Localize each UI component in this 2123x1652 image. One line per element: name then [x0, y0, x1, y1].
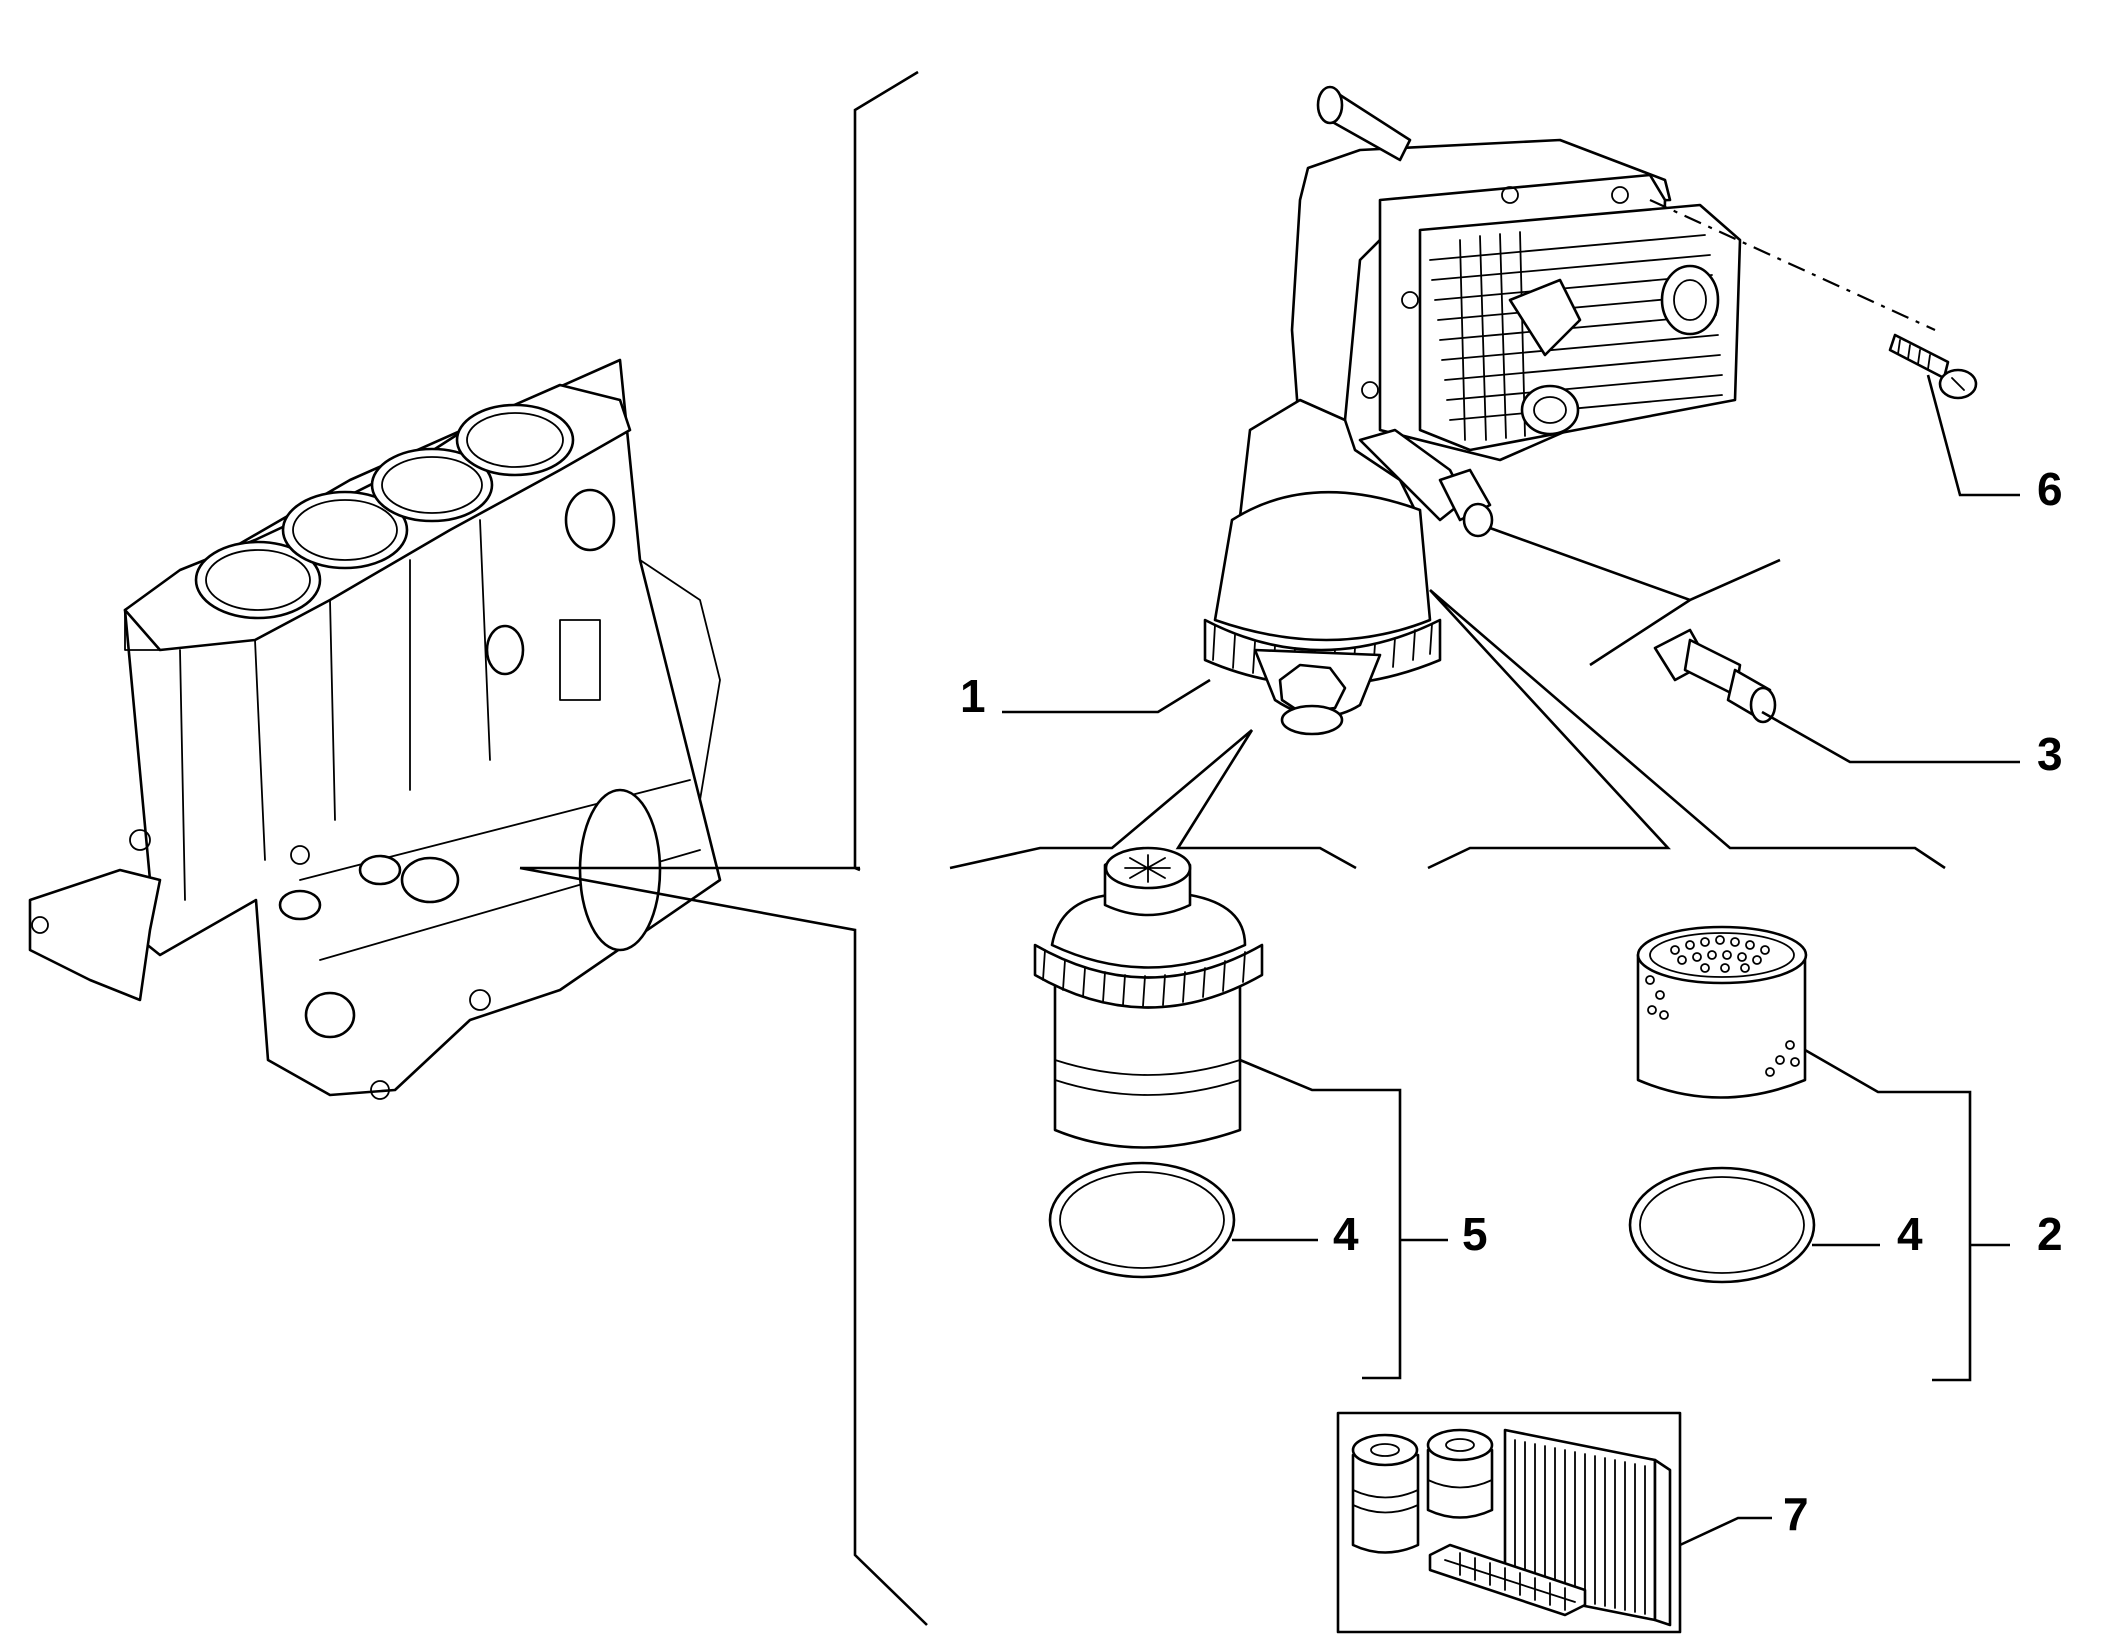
- service-kit[interactable]: [1336, 1411, 1682, 1634]
- callout-1: 1: [960, 670, 986, 722]
- screw[interactable]: [1649, 198, 1978, 400]
- pressure-sensor[interactable]: [1653, 628, 1777, 724]
- callout-4-right: 4: [1897, 1208, 1923, 1260]
- cylinder-bore-1: [194, 540, 322, 620]
- callout-4-left: 4: [1333, 1208, 1359, 1260]
- cylinder-bore-2: [281, 490, 409, 570]
- callout-5: 5: [1462, 1208, 1488, 1260]
- group-bracket: [519, 70, 928, 1626]
- cylinder-bore-4: [455, 403, 575, 477]
- leader-lines: [949, 374, 2020, 1547]
- callout-2: 2: [2037, 1208, 2063, 1260]
- oil-filter-housing[interactable]: [1203, 85, 1742, 736]
- callout-7: 7: [1783, 1488, 1809, 1540]
- callout-6: 6: [2037, 463, 2063, 515]
- o-ring-right[interactable]: [1628, 1166, 1816, 1284]
- filter-element[interactable]: [1636, 925, 1808, 1099]
- engine-block[interactable]: [28, 358, 722, 1100]
- o-ring-left[interactable]: [1048, 1161, 1236, 1279]
- filter-cartridge-assembly[interactable]: [1033, 846, 1264, 1149]
- o-ring-left-inner: [1059, 1171, 1225, 1269]
- cylinder-bore-3: [370, 447, 494, 523]
- callout-3: 3: [2037, 728, 2063, 780]
- o-ring-right-inner: [1639, 1176, 1805, 1274]
